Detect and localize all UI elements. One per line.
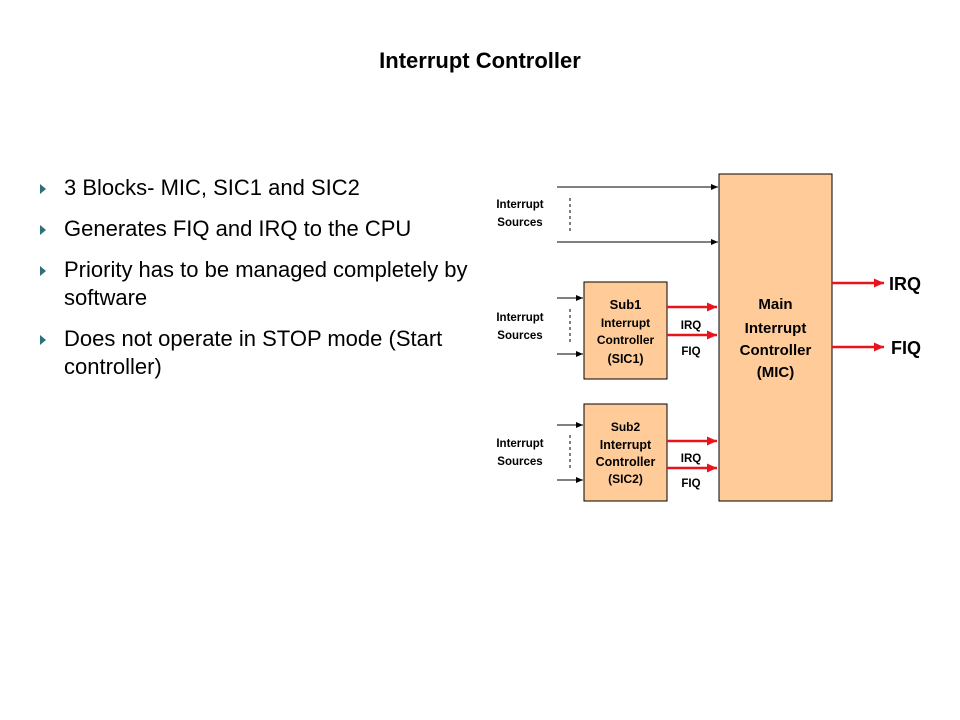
mic-label: (MIC) <box>757 364 795 381</box>
bullet-item: 3 Blocks- MIC, SIC1 and SIC2 <box>40 174 470 202</box>
sic2-label: (SIC2) <box>608 472 643 486</box>
mic-label: Interrupt <box>745 320 807 337</box>
triangle-bullet-icon <box>40 335 46 345</box>
mic-fiq-output-label: FIQ <box>891 338 921 358</box>
bullet-text: Does not operate in STOP mode (Start con… <box>64 326 443 379</box>
source-label: Interrupt <box>496 199 543 211</box>
bullet-item: Does not operate in STOP mode (Start con… <box>40 325 470 381</box>
bullet-text: Priority has to be managed completely by… <box>64 257 468 310</box>
bullet-item: Generates FIQ and IRQ to the CPU <box>40 215 470 243</box>
triangle-bullet-icon <box>40 266 46 276</box>
sic2-label: Interrupt <box>600 438 652 452</box>
slide-title: Interrupt Controller <box>379 48 581 73</box>
sic1-fiq-label: FIQ <box>681 346 700 358</box>
source-label: Sources <box>497 456 542 468</box>
sic1-label: Sub1 <box>610 297 642 312</box>
bullet-list: 3 Blocks- MIC, SIC1 and SIC2 Generates F… <box>40 174 470 394</box>
sic1-irq-label: IRQ <box>681 320 702 332</box>
source-label: Sources <box>497 217 542 229</box>
bullet-text: Generates FIQ and IRQ to the CPU <box>64 216 412 241</box>
source-label: Sources <box>497 330 542 342</box>
sic2-label: Controller <box>596 455 656 469</box>
mic-irq-output-label: IRQ <box>889 274 921 294</box>
sic2-label: Sub2 <box>611 420 641 434</box>
mic-label: Controller <box>740 342 812 359</box>
mic-block <box>718 173 833 502</box>
bullet-item: Priority has to be managed completely by… <box>40 256 470 312</box>
sic1-label: Controller <box>597 333 655 347</box>
bullet-text: 3 Blocks- MIC, SIC1 and SIC2 <box>64 175 360 200</box>
mic-label: Main <box>758 296 792 313</box>
sic1-label: (SIC1) <box>607 352 643 366</box>
source-label: Interrupt <box>496 312 543 324</box>
sic2-irq-label: IRQ <box>681 453 702 465</box>
sic1-block <box>583 281 668 380</box>
triangle-bullet-icon <box>40 225 46 235</box>
sic2-fiq-label: FIQ <box>681 478 700 490</box>
sic2-block <box>583 403 668 502</box>
sic1-label: Interrupt <box>601 316 650 330</box>
triangle-bullet-icon <box>40 184 46 194</box>
source-label: Interrupt <box>496 438 543 450</box>
